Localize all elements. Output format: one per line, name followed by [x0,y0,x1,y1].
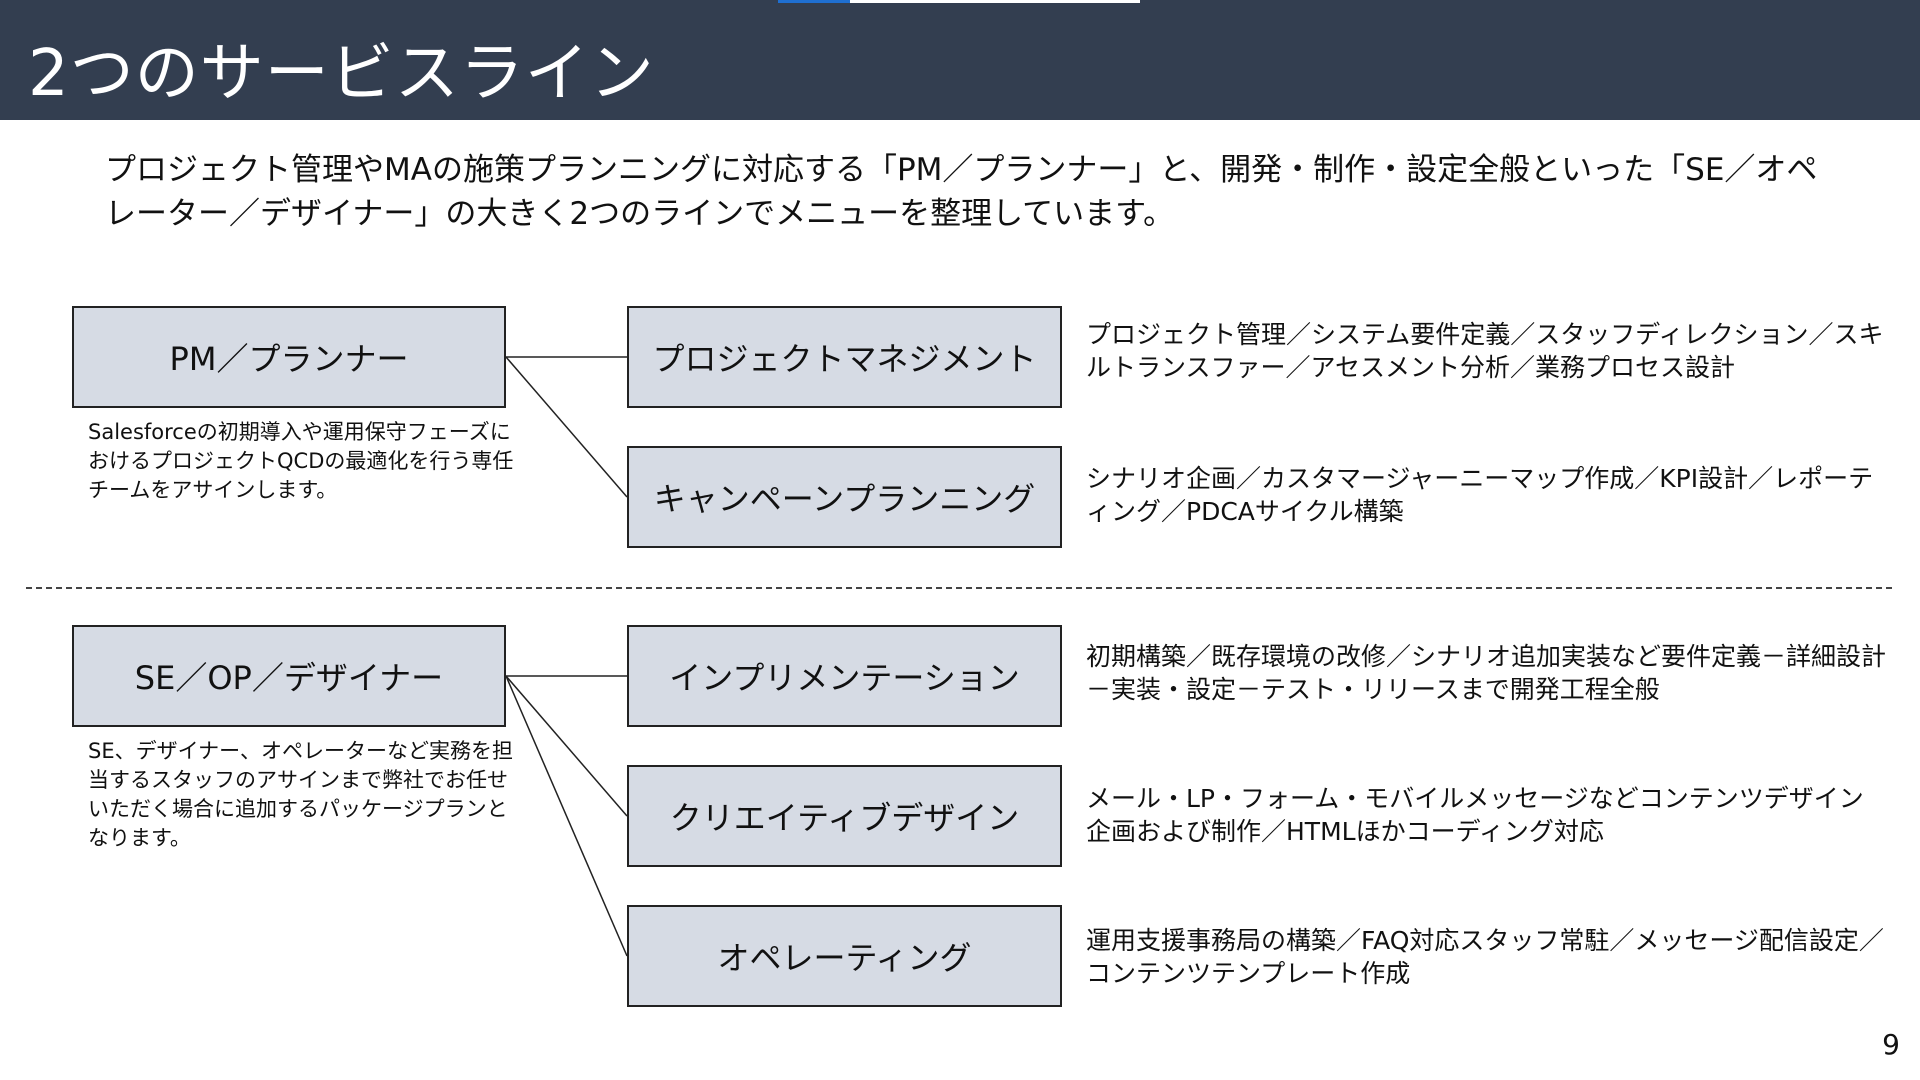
line-note-se-op-designer: SE、デザイナー、オペレーターなど実務を担当するスタッフのアサインまで弊社でお任… [88,739,513,850]
service-box-project-management[interactable]: プロジェクトマネジメント [627,306,1062,408]
section-divider [26,587,1892,589]
service-box-creative-design[interactable]: クリエイティブデザイン [627,765,1062,867]
title-accent-blue [778,0,850,3]
service-box-campaign-planning[interactable]: キャンペーンプランニング [627,446,1062,548]
title-accent-white [850,0,1140,3]
service-box-operating[interactable]: オペレーティング [627,905,1062,1007]
connector-se-to-operating [505,675,628,957]
service-desc-campaign-planning: シナリオ企画／カスタマージャーニーマップ作成／KPI設計／レポーティング／PDC… [1086,464,1874,526]
connector-pm-to-campaign-planning [505,356,628,498]
service-box-implementation[interactable]: インプリメンテーション [627,625,1062,727]
title-bar: 2つのサービスライン [0,0,1920,120]
intro-text: プロジェクト管理やMAの施策プランニングに対応する「PM／プランナー」と、開発・… [105,152,1818,232]
service-desc-operating: 運用支援事務局の構築／FAQ対応スタッフ常駐／メッセージ配信設定／コンテンツテン… [1086,926,1884,988]
line-box-se-op-designer[interactable]: SE／OP／デザイナー [72,625,506,727]
page-title: 2つのサービスライン [28,37,655,111]
service-desc-implementation: 初期構築／既存環境の改修／シナリオ追加実装など要件定義－詳細設計－実装・設定－テ… [1086,642,1887,704]
page-number: 9 [1882,1028,1900,1061]
service-desc-project-management: プロジェクト管理／システム要件定義／スタッフディレクション／スキルトランスファー… [1086,320,1884,382]
line-note-pm-planner: Salesforceの初期導入や運用保守フェーズにおけるプロジェクトQCDの最適… [88,420,514,502]
service-desc-creative-design: メール・LP・フォーム・モバイルメッセージなどコンテンツデザイン企画および制作／… [1086,784,1864,846]
line-box-pm-planner[interactable]: PM／プランナー [72,306,506,408]
connector-se-to-creative-design [505,675,628,817]
